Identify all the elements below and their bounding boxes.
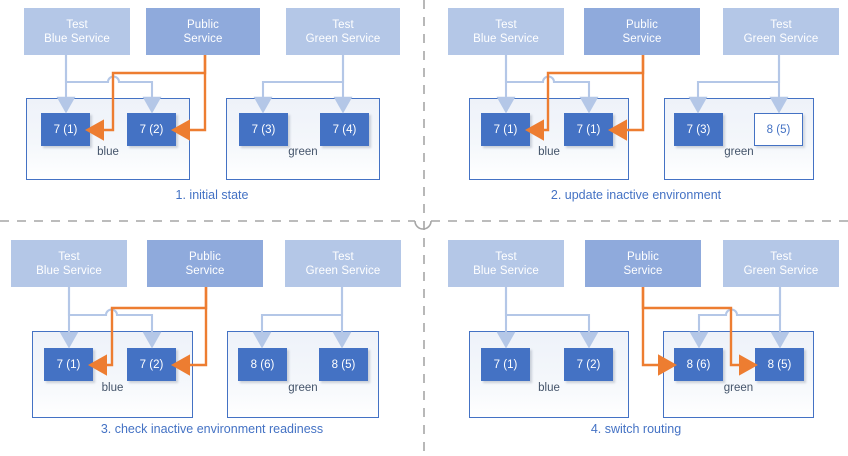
service-test-blue-line1: Test <box>66 18 88 31</box>
service-test-green-line2: Green Service <box>743 264 819 277</box>
instance-box: 7 (3) <box>239 113 288 146</box>
panel-switch-routing: Test Blue Service Public Service Test Gr… <box>424 228 848 456</box>
panel-2-connectors <box>496 55 789 141</box>
environment-green-label: green <box>288 146 318 158</box>
panel-check-inactive-environment-readiness: Test Blue Service Public Service Test Gr… <box>0 228 424 456</box>
panel-caption: 3. check inactive environment readiness <box>100 422 324 436</box>
instance-label: 7 (2) <box>139 123 164 136</box>
instance-box: 8 (6) <box>238 348 287 381</box>
instance-box: 7 (2) <box>564 348 613 381</box>
service-public: Public Service <box>146 8 260 55</box>
service-test-blue-line2: Blue Service <box>36 264 102 277</box>
service-public-line2: Service <box>623 264 663 277</box>
instance-box: 7 (4) <box>320 113 369 146</box>
instance-label: 7 (4) <box>332 123 357 136</box>
service-test-green: Test Green Service <box>723 240 839 287</box>
instance-label: 8 (6) <box>250 358 275 371</box>
instance-label: 8 (5) <box>331 358 356 371</box>
panel-caption: 1. initial state <box>175 188 249 202</box>
instance-label: 7 (2) <box>139 358 164 371</box>
instance-box: 7 (3) <box>674 113 723 146</box>
service-test-blue: Test Blue Service <box>11 240 127 287</box>
instance-box: 8 (6) <box>674 348 723 381</box>
service-test-green-line2: Green Service <box>743 32 819 45</box>
instance-label: 8 (5) <box>766 123 791 136</box>
service-public: Public Service <box>584 8 700 55</box>
environment-green-label: green <box>288 382 318 394</box>
service-test-blue-line1: Test <box>58 250 80 263</box>
service-test-green-line1: Test <box>332 250 354 263</box>
instance-label: 7 (1) <box>576 123 601 136</box>
service-test-blue-line2: Blue Service <box>473 264 539 277</box>
panel-3-connectors <box>59 287 352 376</box>
service-test-green: Test Green Service <box>723 8 839 55</box>
instance-label: 7 (2) <box>576 358 601 371</box>
instance-label: 8 (5) <box>767 358 792 371</box>
environment-blue-label: blue <box>97 146 119 158</box>
service-public-line1: Public <box>187 18 219 31</box>
service-test-blue: Test Blue Service <box>448 8 564 55</box>
instance-box: 7 (1) <box>481 113 530 146</box>
service-test-green: Test Green Service <box>286 8 400 55</box>
service-public-line1: Public <box>189 250 221 263</box>
service-test-green-line2: Green Service <box>305 32 381 45</box>
instance-label: 8 (6) <box>686 358 711 371</box>
panel-4-connectors <box>496 287 790 376</box>
panel-caption: 2. update inactive environment <box>550 188 722 202</box>
service-test-green-line1: Test <box>770 18 792 31</box>
instance-box: 7 (1) <box>481 348 530 381</box>
service-test-blue-line2: Blue Service <box>44 32 110 45</box>
service-test-blue: Test Blue Service <box>24 8 130 55</box>
instance-label: 7 (1) <box>493 123 518 136</box>
service-public-line2: Service <box>622 32 662 45</box>
environment-green-label: green <box>723 382 754 394</box>
service-test-blue-line1: Test <box>495 250 517 263</box>
environment-blue-label: blue <box>101 382 124 394</box>
service-test-green-line1: Test <box>770 250 792 263</box>
service-test-green-line2: Green Service <box>305 264 381 277</box>
instance-box: 7 (2) <box>127 348 176 381</box>
instance-label: 7 (3) <box>686 123 711 136</box>
instance-box: 7 (1) <box>44 348 93 381</box>
panel-initial-state: Test Blue Service Public Service Test Gr… <box>0 0 424 228</box>
service-public-line2: Service <box>185 264 225 277</box>
service-test-blue-line2: Blue Service <box>473 32 539 45</box>
service-test-green-line1: Test <box>332 18 354 31</box>
panel-caption: 4. switch routing <box>590 422 682 436</box>
service-test-green: Test Green Service <box>285 240 401 287</box>
instance-box: 8 (5) <box>754 113 803 146</box>
instance-box: 8 (5) <box>319 348 368 381</box>
panel-1-connectors <box>56 55 353 141</box>
service-public-line2: Service <box>183 32 223 45</box>
instance-box: 7 (1) <box>41 113 90 146</box>
environment-blue-label: blue <box>538 146 560 158</box>
service-public-line1: Public <box>626 18 658 31</box>
service-public-line1: Public <box>627 250 659 263</box>
service-public: Public Service <box>585 240 701 287</box>
instance-box: 7 (2) <box>127 113 176 146</box>
instance-label: 7 (1) <box>53 123 78 136</box>
instance-box: 8 (5) <box>755 348 804 381</box>
instance-label: 7 (3) <box>251 123 276 136</box>
service-public: Public Service <box>147 240 263 287</box>
environment-green-label: green <box>724 146 754 158</box>
service-test-blue-line1: Test <box>495 18 517 31</box>
environment-blue-label: blue <box>538 382 560 394</box>
instance-label: 7 (1) <box>56 358 81 371</box>
panel-update-inactive-environment: Test Blue Service Public Service Test Gr… <box>424 0 848 228</box>
service-test-blue: Test Blue Service <box>448 240 564 287</box>
instance-label: 7 (1) <box>493 358 518 371</box>
